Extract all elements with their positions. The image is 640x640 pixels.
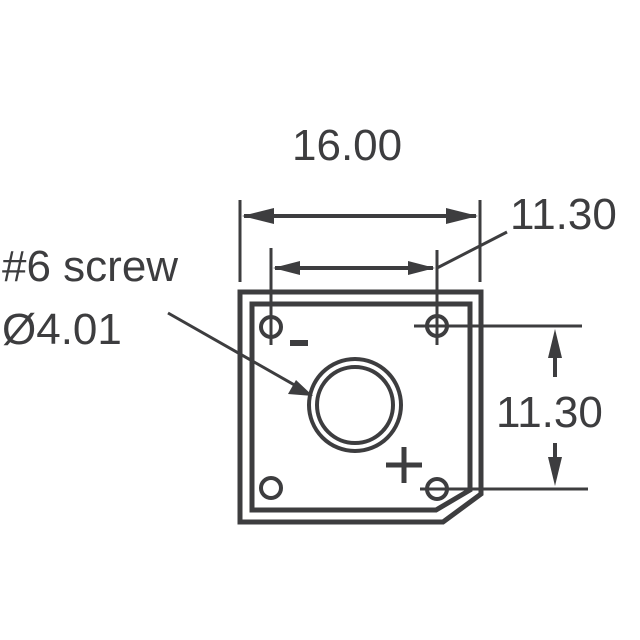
hole-top-left	[259, 315, 283, 339]
overall-width-label: 16.00	[292, 121, 403, 170]
hole-top-right	[425, 314, 449, 338]
inner-body-outline	[249, 301, 473, 513]
outer-body-outline	[237, 289, 484, 525]
screw-hole-inner	[315, 365, 395, 445]
hole-spacing-horizontal-label: 11.30	[510, 190, 617, 239]
screw-hole-outer	[307, 357, 403, 453]
hole-spacing-vertical-label: 11.30	[496, 388, 603, 437]
screw-callout-line1: #6 screw	[2, 242, 179, 291]
screw-callout-line2: Ø4.01	[2, 305, 122, 354]
hole-bottom-left	[259, 476, 283, 500]
hole-bottom-right	[425, 477, 449, 501]
